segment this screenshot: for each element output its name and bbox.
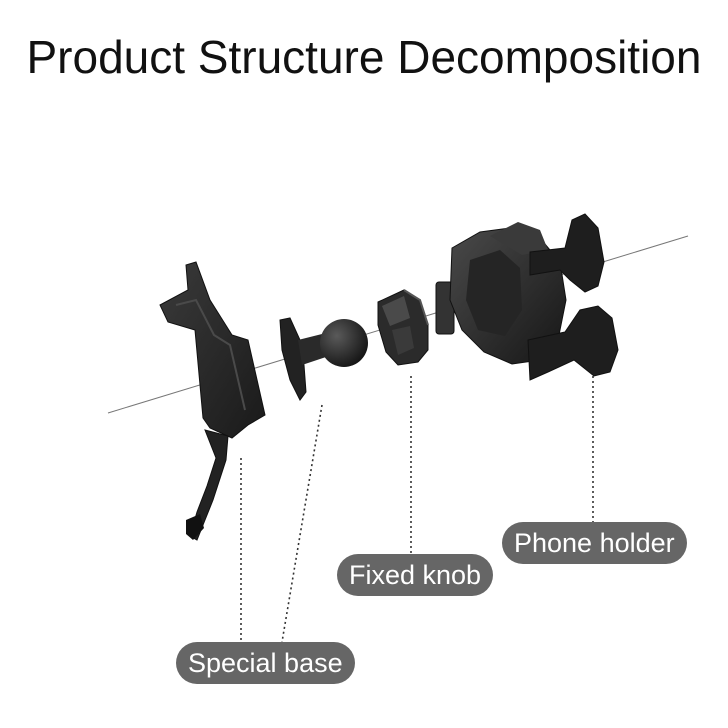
diagram-title: Product Structure Decomposition [26, 31, 702, 83]
phone-holder-part [435, 213, 619, 381]
leader-line-special-base-right [281, 404, 323, 643]
label-special-base: Special base [176, 642, 355, 684]
fixed-knob-part [377, 289, 429, 366]
ball-joint-part [279, 317, 368, 401]
label-phone-holder: Phone holder [502, 522, 687, 564]
special-base-part [159, 261, 266, 541]
label-fixed-knob: Fixed knob [337, 554, 494, 596]
